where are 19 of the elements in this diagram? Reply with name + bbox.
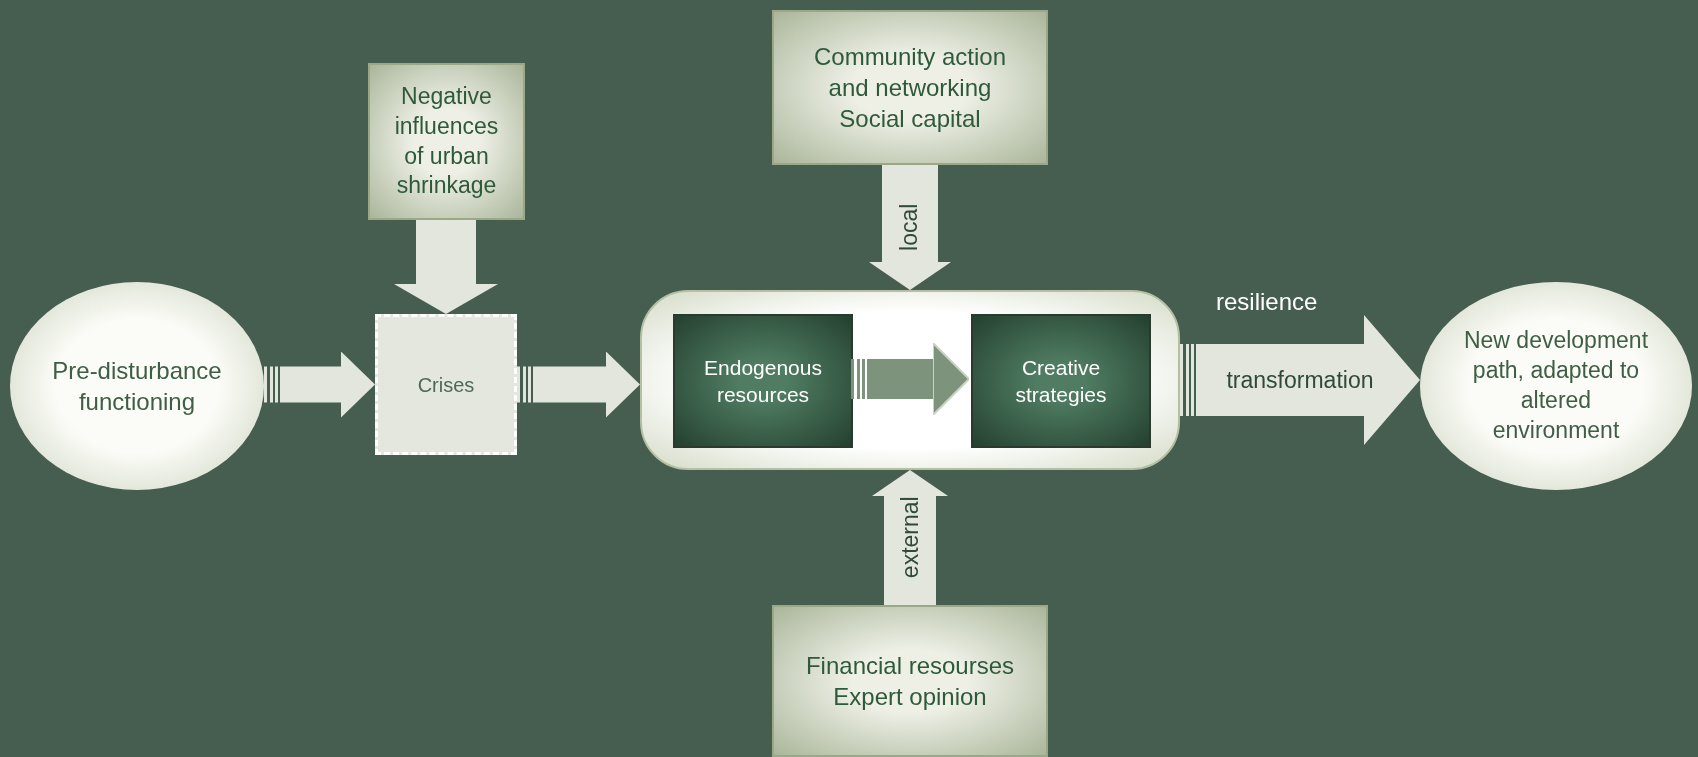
node-text: New development path, adapted to altered environment [1462,326,1650,445]
text-box [368,63,525,220]
text-box [772,605,1048,757]
dashed-box [375,314,517,455]
edge-label: transformation [1226,365,1374,395]
node-text: Creative strategies [1014,354,1108,408]
node-text: Community action and networking Social capital [812,41,1008,135]
node-text: Negative influences of urban shrinkage [393,81,500,201]
arrow-caption: resilience [1216,287,1318,317]
node-text: Endogenous resources [703,354,823,408]
node-text: Financial resourses Expert opinion [804,650,1016,712]
text-box [971,314,1151,448]
node-text: Pre-disturbance functioning [51,355,223,417]
rounded-container [640,290,1180,470]
edge-label: local [895,203,924,252]
node-text: Crises [417,372,475,398]
text-box [673,314,853,448]
edge-label: external [895,496,924,579]
text-box [772,10,1048,165]
